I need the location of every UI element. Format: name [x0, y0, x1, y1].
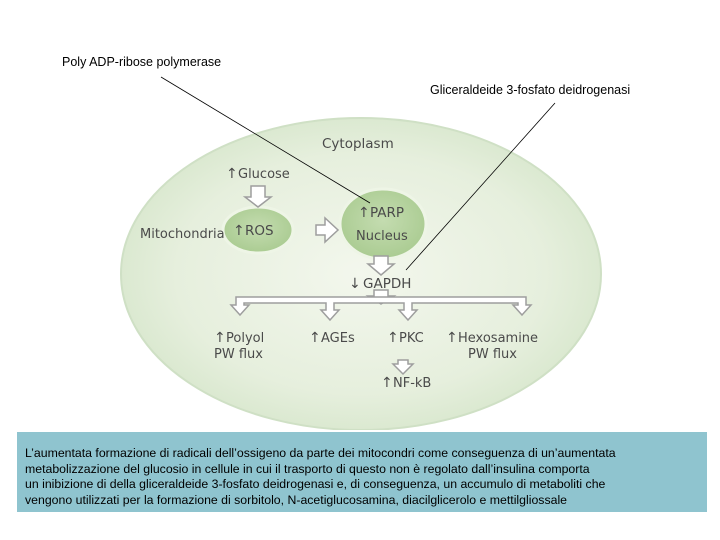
pathway-diagram: Cytoplasm ↑ Glucose Mitochondria ↑ ROS ↑… [120, 76, 602, 430]
polyol-label: Polyol [226, 331, 264, 346]
nfkb-label: NF-kB [393, 376, 431, 391]
glucose-label: Glucose [238, 167, 290, 182]
caption-box: L’aumentata formazione di radicali dell’… [17, 432, 707, 512]
pkc-up-arrow: ↑ [387, 330, 399, 346]
pkc-nfkb-arrow [391, 359, 415, 376]
pkc-label: PKC [399, 331, 424, 346]
hexosamine-flux-label: PW flux [468, 347, 517, 362]
nucleus-organelle [338, 187, 428, 261]
ages-label: AGEs [321, 331, 355, 346]
caption-line: metabolizzazione del glucosio in cellule… [25, 461, 590, 476]
parp-label: Poly ADP-ribose polymerase [62, 55, 222, 69]
gapdh-leader-line [405, 102, 556, 271]
parp-leader-line [160, 76, 371, 204]
nucleus-gapdh-arrow [365, 255, 397, 276]
parp-diagram-label: PARP [370, 205, 404, 221]
caption-line: vengono utilizzati per la formazione di … [25, 492, 568, 507]
parp-up-arrow: ↑ [358, 205, 370, 221]
ros-label: ROS [245, 223, 274, 239]
hexosamine-label: Hexosamine [458, 331, 538, 346]
gapdh-label: Gliceraldeide 3-fosfato deidrogenasi [430, 83, 631, 97]
caption-line: L’aumentata formazione di radicali dell’… [25, 446, 616, 460]
ros-up-arrow: ↑ [233, 223, 245, 239]
caption-line: un inibizione di della gliceraldeide 3-f… [25, 477, 606, 491]
hexosamine-up-arrow: ↑ [446, 330, 458, 346]
gapdh-down-arrow: ↓ [349, 276, 361, 292]
cytoplasm-label: Cytoplasm [322, 136, 394, 152]
ages-up-arrow: ↑ [309, 330, 321, 346]
gapdh-diagram-label: GAPDH [363, 276, 411, 292]
glucose-ros-arrow [242, 185, 274, 208]
polyol-up-arrow: ↑ [214, 330, 226, 346]
glucose-up-arrow: ↑ [226, 166, 238, 182]
polyol-flux-label: PW flux [214, 347, 263, 362]
mitochondria-label: Mitochondria [140, 227, 225, 242]
cell-ellipse [120, 117, 602, 430]
ros-nucleus-arrow [315, 216, 340, 244]
nucleus-label: Nucleus [356, 229, 408, 244]
branch-bar [229, 296, 533, 322]
nfkb-up-arrow: ↑ [381, 375, 393, 391]
